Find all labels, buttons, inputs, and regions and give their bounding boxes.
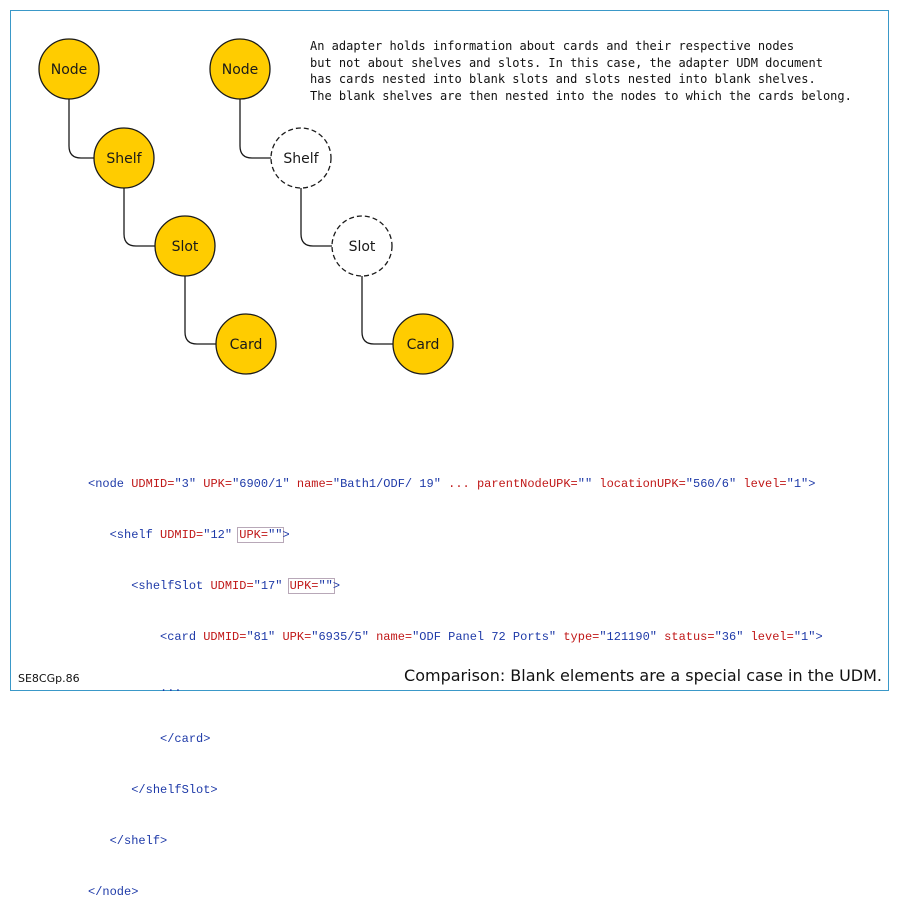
- xml-attr: level=: [750, 630, 794, 644]
- description-line: has cards nested into blank slots and sl…: [310, 72, 816, 86]
- blank-upk-highlight: UPK="": [237, 527, 285, 543]
- right-blank-shelf-circle: Shelf: [270, 127, 332, 189]
- xml-tag: </node>: [88, 885, 139, 899]
- xml-tag: <shelf: [109, 528, 153, 542]
- left-shelf-circle: Shelf: [93, 127, 155, 189]
- xml-attr: UDMID=: [131, 477, 175, 491]
- blank-upk-highlight: UPK="": [287, 578, 335, 594]
- connector-left-slot-card: [184, 276, 216, 345]
- xml-ellipsis: ...: [160, 681, 182, 695]
- xml-attr: UPK=: [203, 477, 233, 491]
- description-line: An adapter holds information about cards…: [310, 39, 795, 53]
- xml-attr: parentNodeUPK=: [476, 477, 578, 491]
- left-card-circle: Card: [215, 313, 277, 375]
- xml-value: "1": [786, 477, 809, 491]
- left-node-label: Node: [51, 62, 88, 78]
- xml-attr: UDMID=: [160, 528, 204, 542]
- right-node-circle: Node: [209, 38, 271, 100]
- code-line-card-close: </card>: [88, 731, 823, 748]
- description-line: but not about shelves and slots. In this…: [310, 55, 823, 70]
- xml-attr: UDMID=: [203, 630, 247, 644]
- xml-value: "12": [203, 528, 233, 542]
- xml-value: "6935/5": [311, 630, 369, 644]
- code-line-node-close: </node>: [88, 884, 823, 901]
- xml-tag: <card: [160, 630, 197, 644]
- connector-right-slot-card: [361, 276, 393, 345]
- xml-tag: <node: [88, 477, 125, 491]
- xml-tag: </shelfSlot>: [131, 783, 218, 797]
- figure-id: SE8CGp.86: [18, 672, 80, 685]
- xml-value: "": [268, 528, 283, 542]
- xml-attr: name=: [296, 477, 333, 491]
- hierarchy-diagram: Node Shelf Slot Card Node Shelf Slot Car…: [38, 38, 454, 375]
- right-node-label: Node: [222, 62, 259, 78]
- xml-attr: UPK=: [289, 579, 319, 593]
- xml-tag: <shelfSlot: [131, 579, 204, 593]
- xml-attr: UPK=: [239, 528, 269, 542]
- xml-tag-end: >: [808, 477, 816, 491]
- code-line-shelf-open: <shelf UDMID="12" UPK="">: [88, 527, 823, 544]
- left-node-circle: Node: [38, 38, 100, 100]
- left-slot-circle: Slot: [154, 215, 216, 277]
- connector-left-shelf-slot: [123, 188, 155, 247]
- xml-value: "3": [174, 477, 197, 491]
- connector-left-node-shelf: [68, 99, 94, 159]
- xml-attr: UPK=: [282, 630, 312, 644]
- code-line-ellipsis: ...: [88, 680, 823, 697]
- code-line-slot-close: </shelfSlot>: [88, 782, 823, 799]
- right-blank-slot-circle: Slot: [331, 215, 393, 277]
- xml-value: "6900/1": [232, 477, 290, 491]
- xml-value: "121190": [599, 630, 657, 644]
- figure-caption: Comparison: Blank elements are a special…: [404, 666, 882, 685]
- xml-tag-end: >: [282, 528, 290, 542]
- right-shelf-label: Shelf: [283, 151, 319, 167]
- xml-value: "1": [793, 630, 816, 644]
- description-text: An adapter holds information about cards…: [310, 38, 852, 104]
- xml-value: "ODF Panel 72 Ports": [412, 630, 557, 644]
- xml-value: "": [577, 477, 593, 491]
- xml-tag-end: >: [332, 579, 341, 593]
- connector-right-node-shelf: [239, 99, 271, 159]
- connector-right-shelf-slot: [300, 188, 332, 247]
- description-line: The blank shelves are then nested into t…: [310, 88, 852, 103]
- right-slot-label: Slot: [349, 239, 376, 255]
- xml-attr: level=: [743, 477, 787, 491]
- left-slot-label: Slot: [172, 239, 199, 255]
- xml-value: "17": [253, 579, 283, 593]
- code-line-card-open: <card UDMID="81" UPK="6935/5" name="ODF …: [88, 629, 823, 646]
- xml-tag-end: >: [815, 630, 823, 644]
- right-card-circle: Card: [392, 313, 454, 375]
- xml-value: "Bath1/ODF/ 19": [332, 477, 441, 491]
- code-line-node-open: <node UDMID="3" UPK="6900/1" name="Bath1…: [88, 476, 823, 493]
- xml-attr: name=: [376, 630, 413, 644]
- xml-tag: </shelf>: [109, 834, 168, 848]
- code-line-shelf-close: </shelf>: [88, 833, 823, 850]
- xml-attr: type=: [563, 630, 600, 644]
- xml-attr: UDMID=: [210, 579, 254, 593]
- left-shelf-label: Shelf: [106, 151, 142, 167]
- xml-attr: locationUPK=: [599, 477, 686, 491]
- xml-tag: </card>: [160, 732, 211, 746]
- figure-frame: [10, 10, 889, 691]
- xml-value: "81": [246, 630, 276, 644]
- left-card-label: Card: [230, 337, 263, 353]
- xml-value: "560/6": [685, 477, 737, 491]
- right-card-label: Card: [407, 337, 440, 353]
- code-line-slot-open: <shelfSlot UDMID="17" UPK="">: [88, 578, 823, 595]
- xml-ellipsis: ...: [448, 477, 470, 491]
- xml-value: "36": [714, 630, 744, 644]
- xml-attr: status=: [664, 630, 715, 644]
- xml-value: "": [318, 579, 333, 593]
